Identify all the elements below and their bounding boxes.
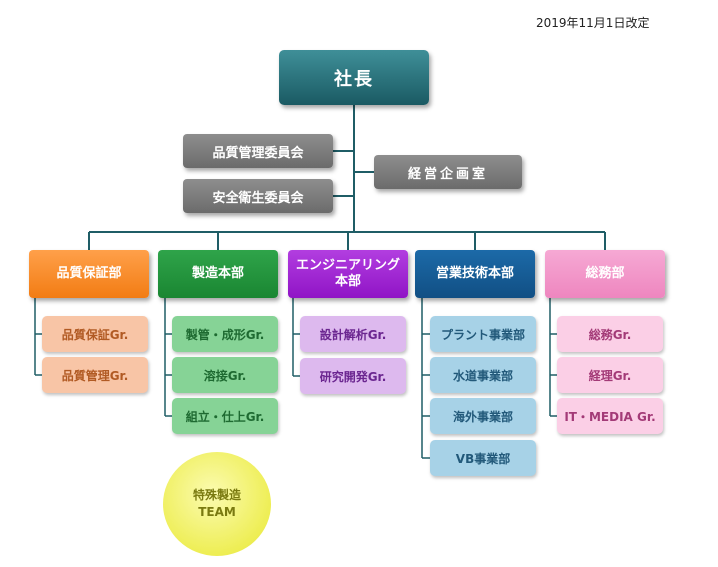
revision-date: 2019年11月1日改定 — [536, 16, 650, 30]
group-design-analysis: 設計解析Gr. — [300, 316, 406, 352]
group-general-affairs: 総務Gr. — [557, 316, 663, 352]
dept-quality-assurance: 品質保証部 — [29, 250, 149, 298]
dept-label: 製造本部 — [191, 265, 244, 281]
ceo-box: 社長 — [279, 50, 429, 105]
corporate-planning-box: 経営企画室 — [374, 155, 522, 189]
quality-committee-box: 品質管理委員会 — [183, 134, 333, 168]
dept-sales-engineering: 営業技術本部 — [415, 250, 535, 298]
dept-manufacturing: 製造本部 — [158, 250, 278, 298]
safety-committee-box: 安全衛生委員会 — [183, 179, 333, 213]
dept-label-line1: エンジニアリング — [295, 257, 400, 273]
group-it-media: IT・MEDIA Gr. — [557, 398, 663, 434]
dept-label-line2: 本部 — [334, 274, 361, 289]
dept-label: 品質保証部 — [56, 265, 122, 281]
special-manufacturing-team-circle: 特殊製造 TEAM — [163, 452, 271, 556]
group-vb-division: VB事業部 — [430, 440, 536, 476]
group-rnd: 研究開発Gr. — [300, 358, 406, 394]
team-label-line2: TEAM — [198, 505, 236, 519]
group-overseas-division: 海外事業部 — [430, 398, 536, 434]
group-plant-division: プラント事業部 — [430, 316, 536, 352]
dept-label: 総務部 — [585, 265, 625, 281]
dept-general-affairs: 総務部 — [545, 250, 665, 298]
group-water-division: 水道事業部 — [430, 357, 536, 393]
group-qc: 品質管理Gr. — [42, 357, 148, 393]
group-pipe-forming: 製管・成形Gr. — [172, 316, 278, 352]
group-qa: 品質保証Gr. — [42, 316, 148, 352]
team-label-line1: 特殊製造 — [192, 488, 241, 503]
group-welding: 溶接Gr. — [172, 357, 278, 393]
group-assembly-finishing: 組立・仕上Gr. — [172, 398, 278, 434]
dept-label: 営業技術本部 — [435, 265, 514, 281]
group-accounting: 経理Gr. — [557, 357, 663, 393]
dept-engineering: エンジニアリング 本部 — [288, 250, 408, 298]
